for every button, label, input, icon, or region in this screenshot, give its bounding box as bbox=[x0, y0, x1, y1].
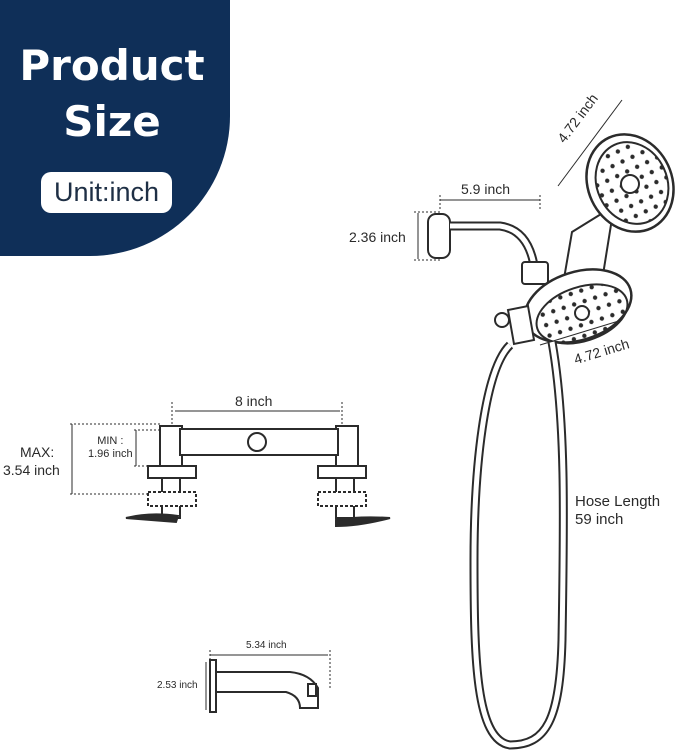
dimension-lines bbox=[414, 99, 623, 346]
arm-length-label: 5.9 inch bbox=[461, 181, 511, 197]
bracket-diagram bbox=[70, 402, 391, 528]
shower-arm bbox=[427, 213, 549, 285]
max-label: MAX: 3.54 inch bbox=[3, 443, 60, 479]
hose-length-title: Hose Length bbox=[575, 493, 661, 510]
unit-label: Unit:inch bbox=[41, 172, 172, 213]
spout-length-label: 5.34 inch bbox=[246, 640, 287, 651]
hose-length-value: 59 inch bbox=[575, 511, 624, 528]
min-label-value: 1.96 inch bbox=[88, 448, 133, 460]
max-label-value: 3.54 inch bbox=[3, 462, 60, 478]
min-label-title: MIN : bbox=[97, 435, 124, 447]
max-label-title: MAX: bbox=[20, 444, 55, 460]
hose bbox=[469, 341, 568, 750]
tub-spout bbox=[205, 650, 331, 713]
badge-title-line2: Size bbox=[63, 97, 161, 146]
arm-height-label: 2.36 inch bbox=[349, 229, 406, 245]
product-size-badge: Product Size Unit:inch bbox=[0, 0, 230, 256]
hose-length-label: Hose Length 59 inch bbox=[575, 493, 660, 529]
fixed-shower-head bbox=[494, 268, 633, 346]
min-label: MIN : 1.96 inch bbox=[88, 435, 133, 461]
badge-title-line1: Product bbox=[19, 41, 205, 90]
spout-height-label: 2.53 inch bbox=[157, 680, 198, 691]
bracket-width-label: 8 inch bbox=[235, 393, 273, 409]
badge-title: Product Size bbox=[0, 38, 226, 150]
